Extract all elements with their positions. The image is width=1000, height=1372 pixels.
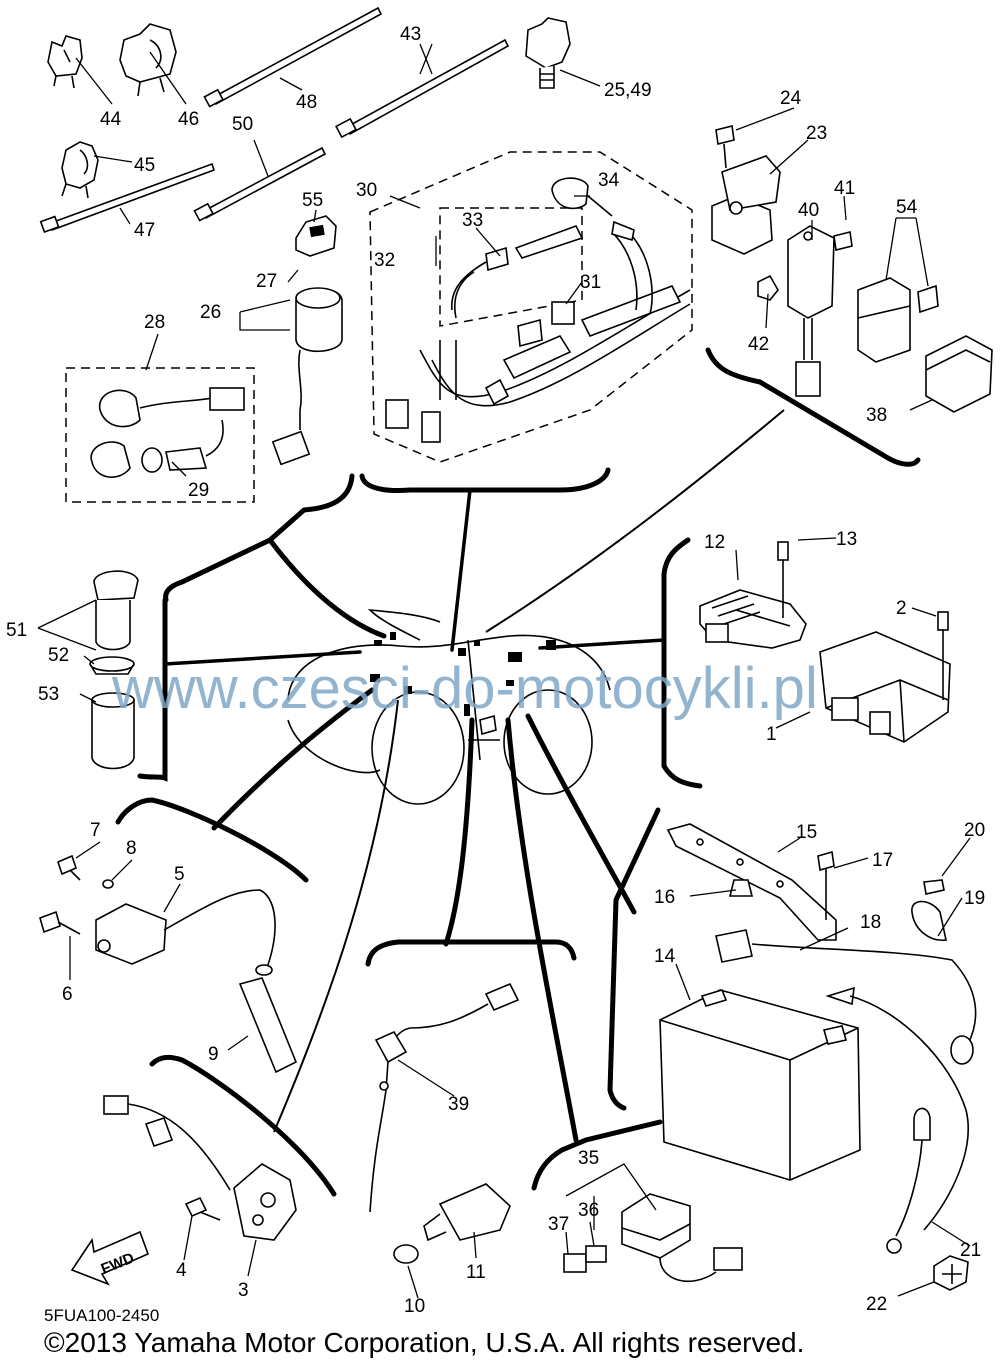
callout-35: 35 [578,1148,599,1169]
clamp-46 [119,23,177,97]
callout-leaders [37,43,971,1299]
battery [659,989,861,1181]
callout-55: 55 [302,190,323,211]
callout-39: 39 [448,1094,469,1115]
callout-46: 46 [178,109,199,130]
callout-6: 6 [62,984,73,1005]
bulb-assemblies [90,387,245,478]
callout-24: 24 [780,88,802,109]
callout-53: 53 [38,684,59,705]
callout-16: 16 [654,887,675,908]
fuse-box-54 [857,277,939,363]
battery-leads [715,850,977,1291]
callout-22: 22 [866,1294,887,1315]
callout-51: 51 [6,620,27,641]
fuse-block-38 [925,335,993,413]
callout-44: 44 [100,109,122,130]
callout-20: 20 [964,820,985,841]
callout-9: 9 [208,1044,219,1065]
callout-numbers: 44 46 45 47 48 43 50 25,49 55 27 26 28 2… [6,24,985,1317]
section-frames [115,347,921,1197]
sub-lead-box [439,207,583,327]
callout-28: 28 [144,312,165,333]
callout-13: 13 [836,529,857,550]
diagram-code: 5FUA100-2450 [44,1306,160,1325]
relay-unit-35 [563,1193,743,1282]
callout-7: 7 [90,820,101,841]
callout-50: 50 [232,114,253,135]
callout-32: 32 [374,250,395,271]
callout-37: 37 [548,1214,569,1235]
bulb-set-box [65,367,255,503]
wire-harness-box [369,151,693,463]
callout-14: 14 [654,946,676,967]
clamp-25-49 [525,17,571,89]
callout-4: 4 [176,1260,187,1281]
ignition-coil [39,854,298,1074]
handlebar-switch [103,1095,297,1241]
callout-25-49: 25,49 [604,80,652,101]
leader-lines [163,409,785,1143]
callout-27: 27 [256,271,277,292]
callout-33: 33 [462,210,483,231]
ignition-switch [271,215,343,466]
copyright-text: ©2013 Yamaha Motor Corporation, U.S.A. A… [44,1327,805,1358]
callout-41: 41 [834,178,855,199]
callout-11: 11 [466,1262,486,1283]
callout-17: 17 [872,850,893,871]
callout-36: 36 [578,1200,599,1221]
callout-12: 12 [704,532,725,553]
clamp-45 [61,141,99,199]
callout-45: 45 [134,155,155,176]
callout-5: 5 [174,864,185,885]
callout-48: 48 [296,92,317,113]
callout-31: 31 [580,272,601,293]
vehicle-outline [287,608,611,805]
clamp-44 [47,35,83,89]
sensor-11 [393,1183,511,1264]
cable-tie-50 [193,146,327,222]
cable-tie-47 [39,162,216,234]
callout-30: 30 [356,180,377,201]
callout-26: 26 [200,302,221,323]
accessory-socket [89,570,139,770]
wire-harness [385,177,691,443]
callout-18: 18 [860,912,881,933]
callout-42: 42 [748,334,769,355]
watermark: www.czesci-do-motocykli.pl [111,656,818,721]
starter-relay [711,125,781,255]
callout-3: 3 [238,1280,249,1301]
callout-52: 52 [48,645,69,666]
callout-23: 23 [806,123,827,144]
relay-40 [757,225,853,397]
callout-29: 29 [188,480,209,501]
cable-tie-48 [203,6,383,108]
callout-34: 34 [598,170,620,191]
callout-8: 8 [126,838,137,859]
forward-arrow: FWD [70,1230,150,1286]
callout-1: 1 [766,724,777,745]
callout-47: 47 [134,220,155,241]
callout-10: 10 [404,1296,425,1317]
callout-43: 43 [400,24,421,45]
callout-54: 54 [896,197,918,218]
callout-19: 19 [964,888,985,909]
neutral-switch-lead [369,982,520,1213]
callout-21: 21 [960,1240,981,1261]
callout-2: 2 [896,598,907,619]
rectifier-regulator [699,541,807,649]
battery-band-15 [666,823,837,941]
cable-tie-43 [335,38,510,139]
callout-38: 38 [866,405,887,426]
callout-15: 15 [796,822,817,843]
cdi-unit [819,611,951,743]
callout-40: 40 [798,200,819,221]
